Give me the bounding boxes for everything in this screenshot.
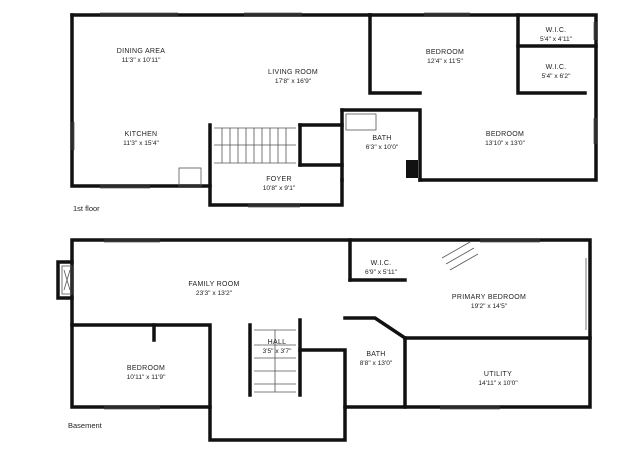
room-label-dining-area: DINING AREA 11'3" x 10'11" — [117, 47, 165, 65]
room-label-foyer: FOYER 10'8" x 9'1" — [263, 175, 296, 193]
room-dims: 11'3" x 15'4" — [123, 140, 159, 147]
room-dims: 19'2" x 14'5" — [470, 303, 508, 310]
room-name: KITCHEN — [124, 131, 158, 138]
room-label-hall: HALL 3'5" x 3'7" — [263, 338, 292, 356]
room-label-bath-upper: BATH 6'3" x 10'0" — [366, 134, 399, 152]
room-name: BATH — [366, 351, 386, 358]
room-dims: 8'8" x 13'0" — [359, 360, 393, 367]
room-label-family-room: FAMILY ROOM 23'3" x 13'2" — [188, 280, 239, 298]
room-name: UTILITY — [483, 371, 513, 378]
room-label-utility: UTILITY 14'11" x 10'0" — [478, 370, 517, 388]
basement-thin-lines — [61, 239, 587, 410]
room-name: PRIMARY BEDROOM — [451, 294, 527, 301]
room-label-bedroom-upper: BEDROOM 12'4" x 11'5" — [426, 48, 464, 66]
room-label-bath-basement: BATH 8'8" x 13'0" — [360, 350, 393, 368]
room-dims: 10'11" x 11'9" — [126, 374, 166, 381]
first-floor-thin-lines — [71, 12, 597, 208]
room-name: W.I.C. — [545, 64, 567, 71]
room-name: DINING AREA — [116, 48, 166, 55]
room-label-kitchen: KITCHEN 11'3" x 15'4" — [123, 130, 159, 148]
room-dims: 3'5" x 3'7" — [262, 348, 292, 355]
room-name: LIVING ROOM — [268, 69, 318, 76]
room-name: BEDROOM — [485, 131, 525, 138]
room-name: HALL — [267, 339, 287, 346]
room-dims: 5'4" x 4'11" — [539, 36, 573, 43]
basement-walls — [56, 238, 592, 442]
room-dims: 6'9" x 5'11" — [364, 269, 398, 276]
room-name: W.I.C. — [370, 260, 392, 267]
room-label-bedroom-basement: BEDROOM 10'11" x 11'9" — [127, 364, 166, 382]
room-dims: 10'8" x 9'1" — [262, 185, 296, 192]
first-floor-fixture — [406, 160, 418, 178]
room-dims: 12'4" x 11'5" — [427, 58, 463, 65]
room-name: FOYER — [266, 176, 292, 183]
room-dims: 23'3" x 13'2" — [195, 290, 233, 297]
room-dims: 6'3" x 10'0" — [365, 144, 399, 151]
first-floor-walls — [70, 13, 598, 207]
floor-label-first: 1st floor — [73, 204, 100, 213]
room-dims: 11'3" x 10'11" — [121, 57, 161, 64]
room-label-living-room: LIVING ROOM 17'8" x 16'9" — [268, 68, 318, 86]
room-name: FAMILY ROOM — [188, 281, 240, 288]
floor-label-basement: Basement — [68, 421, 102, 430]
room-name: BEDROOM — [126, 365, 166, 372]
room-dims: 14'11" x 10'0" — [478, 380, 518, 387]
room-dims: 17'8" x 16'9" — [274, 78, 312, 85]
room-label-wic-basement: W.I.C. 6'9" x 5'11" — [365, 259, 397, 277]
room-label-wic-1: W.I.C. 5'4" x 4'11" — [540, 26, 572, 44]
room-name: BATH — [372, 135, 392, 142]
room-label-primary-bedroom: PRIMARY BEDROOM 19'2" x 14'5" — [452, 293, 526, 311]
room-name: BEDROOM — [425, 49, 465, 56]
room-label-wic-2: W.I.C. 5'4" x 6'2" — [542, 63, 571, 81]
room-dims: 5'4" x 6'2" — [541, 73, 571, 80]
room-dims: 13'10" x 13'0" — [485, 140, 525, 147]
room-label-bedroom-right: BEDROOM 13'10" x 13'0" — [485, 130, 525, 148]
room-name: W.I.C. — [545, 27, 567, 34]
